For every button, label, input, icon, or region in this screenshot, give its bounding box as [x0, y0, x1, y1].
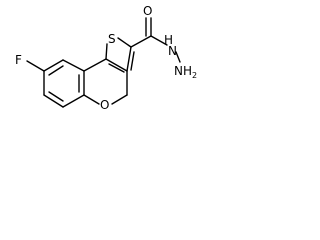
bond-c9-o — [111, 94, 128, 105]
atom-labels: F S O O H N N H 2 — [15, 4, 197, 112]
bond-benzene-inner-1 — [48, 65, 64, 76]
bond-c-n — [150, 35, 168, 46]
bond-lines — [26, 17, 181, 108]
ether-oxygen-label: O — [100, 98, 109, 112]
bond-c10-c11 — [126, 46, 132, 72]
bond-n-n — [175, 51, 181, 63]
molecule-structure: F S O O H N N H 2 — [0, 0, 225, 155]
bond-c2-c3 — [62, 59, 85, 72]
bond-c4-c5 — [62, 94, 85, 108]
bond-c3-c7 — [83, 58, 107, 72]
bond-c10-c11-inner — [130, 51, 135, 71]
bond-c1-f — [26, 60, 45, 72]
sulfur-label: S — [108, 32, 116, 46]
carbonyl-oxygen-label: O — [143, 4, 152, 18]
nh2-subscript-label: 2 — [192, 71, 197, 80]
bond-c7-c8-inner — [108, 63, 125, 73]
nh2-h-label: H — [183, 64, 192, 78]
bond-s-c10 — [117, 37, 132, 48]
bond-o-c4 — [83, 94, 100, 105]
hn-h-label: H — [164, 33, 173, 47]
hn-n-label: N — [168, 44, 177, 58]
bond-benzene-inner-3 — [48, 91, 64, 102]
bond-c1-c2 — [43, 59, 64, 72]
bond-c5-c6 — [43, 94, 64, 108]
structure-diagram: F S O O H N N H 2 — [15, 4, 197, 112]
nh2-n-label: N — [174, 64, 183, 78]
fluorine-label: F — [15, 53, 22, 67]
bond-c7-c8 — [105, 58, 128, 72]
bond-c10-ccarbonyl — [130, 35, 152, 48]
bond-c7-s — [105, 43, 108, 60]
